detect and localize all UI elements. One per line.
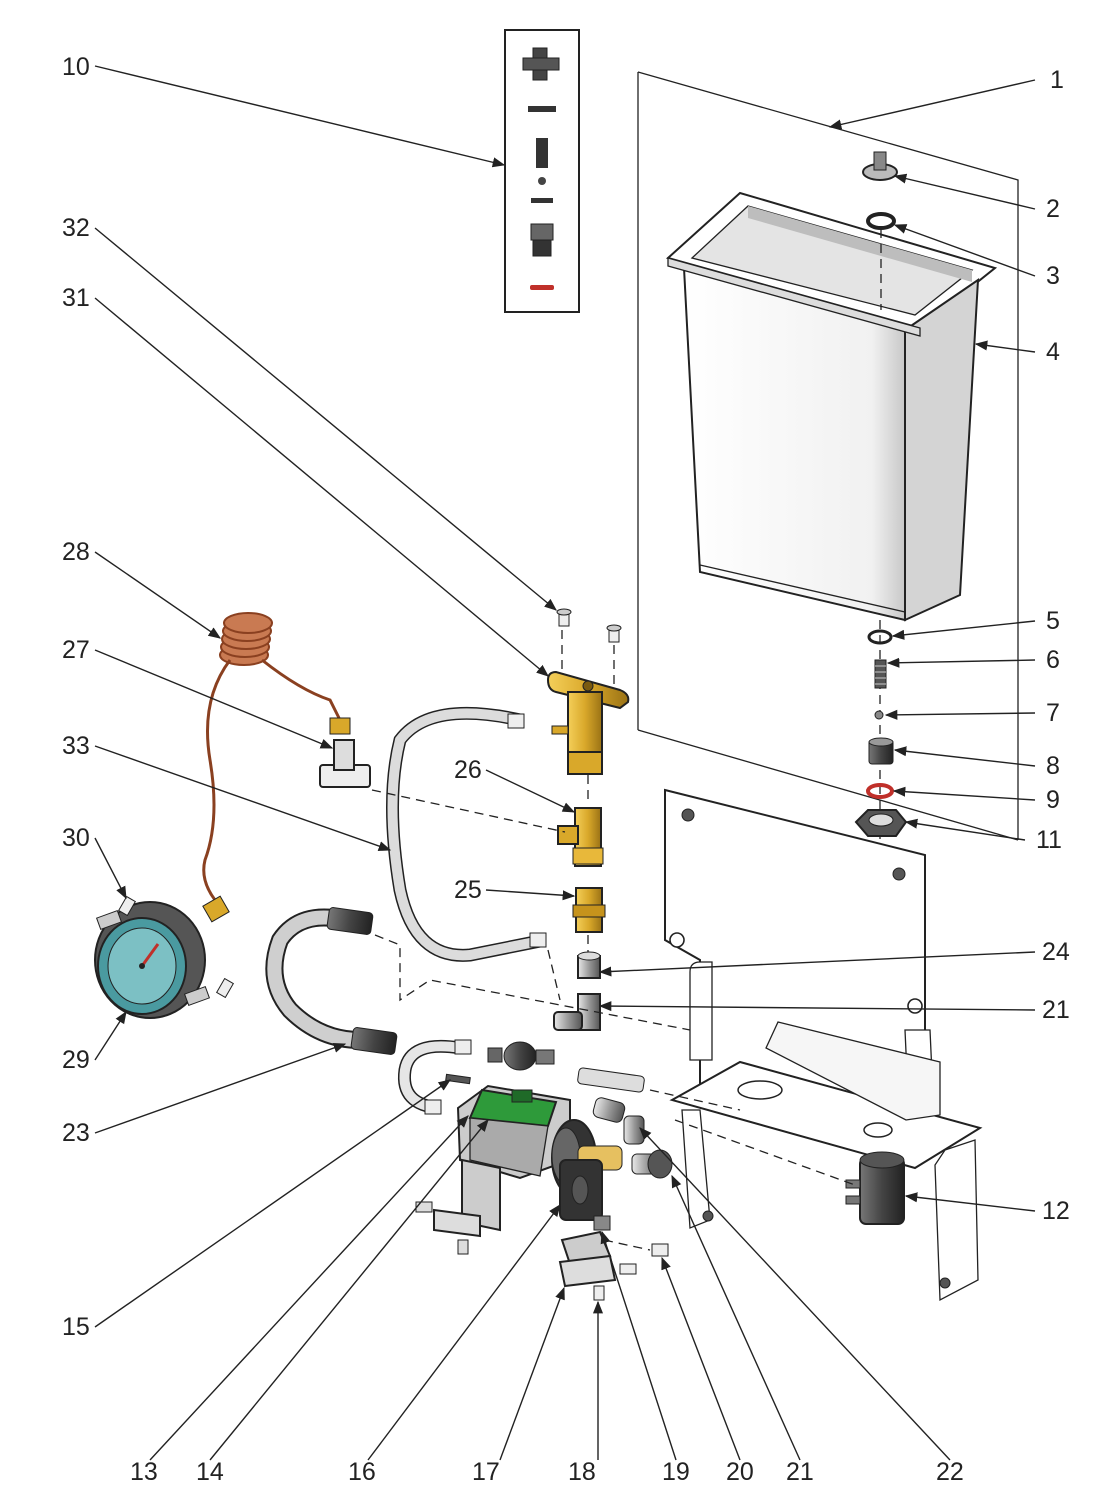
callout-20: 20: [726, 1458, 754, 1486]
filter-fitting: [487, 1041, 555, 1071]
callout-25: 25: [454, 876, 482, 904]
water-tank-part-4: [665, 191, 998, 622]
o-ring-part-9: [866, 783, 894, 799]
pipe-tee-part-27: [319, 739, 371, 788]
callout-5: 5: [1046, 607, 1060, 635]
pin-icon: [528, 106, 556, 112]
callout-29: 29: [62, 1046, 90, 1074]
elbow-part-21b: [592, 1097, 645, 1145]
callout-14: 14: [196, 1458, 224, 1486]
tank-assembly-outline-part-1: [637, 71, 1019, 841]
o-ring-icon: [530, 285, 554, 290]
callout-11: 11: [1036, 826, 1062, 854]
nut-part-11: [854, 809, 908, 837]
brass-nut-lower-icon: [202, 895, 230, 923]
callout-15: 15: [62, 1313, 90, 1341]
callout-24: 24: [1042, 938, 1070, 966]
screw-part-30b: [215, 977, 235, 999]
pressure-gauge-part-29: [94, 901, 211, 1019]
callout-18: 18: [568, 1458, 596, 1486]
copper-coil-part-28: [202, 612, 351, 923]
tube-part-22: [577, 1067, 645, 1093]
cross-fitting-icon: [522, 47, 560, 81]
flex-hose-part-33: [386, 706, 547, 962]
screw-part-30: [117, 895, 137, 917]
callout-1: 1: [1050, 66, 1064, 94]
callout-2: 2: [1046, 195, 1060, 223]
ball-icon: [538, 177, 546, 185]
callout-21-bottom: 21: [786, 1458, 814, 1486]
callout-22: 22: [936, 1458, 964, 1486]
callout-21-right: 21: [1042, 996, 1070, 1024]
solenoid-part-12: [845, 1151, 905, 1225]
adapter-part-24: [577, 951, 601, 979]
screw-part-32a: [556, 608, 572, 627]
screw-part-18: [593, 1285, 605, 1301]
callout-23: 23: [62, 1119, 90, 1147]
callout-33: 33: [62, 732, 90, 760]
washer-part-3: [866, 212, 896, 230]
callout-32: 32: [62, 214, 90, 242]
washer-icon: [531, 198, 553, 203]
base-tray: [669, 1021, 983, 1302]
valve-body-part-8: [868, 737, 894, 765]
callout-26: 26: [454, 756, 482, 784]
callout-labels: 1 2 3 4 5 6 7 8 9 10 11 12 13 14 15 16 1…: [62, 53, 1070, 1486]
braided-hose-part-23: [265, 907, 398, 1055]
callout-3: 3: [1046, 262, 1060, 290]
callout-8: 8: [1046, 752, 1060, 780]
pump-part-13: [456, 1084, 623, 1197]
callout-13: 13: [130, 1458, 158, 1486]
callout-6: 6: [1046, 646, 1060, 674]
return-tube-part-15: [397, 1039, 472, 1115]
callout-19: 19: [662, 1458, 690, 1486]
callout-27: 27: [62, 636, 90, 664]
callout-9: 9: [1046, 786, 1060, 814]
screw-part-32b: [606, 624, 622, 643]
callout-7: 7: [1046, 699, 1060, 727]
brass-tee-part-26: [557, 807, 604, 867]
check-valve-part-25: [572, 887, 606, 933]
vent-cap-part-2: [862, 151, 898, 181]
callout-28: 28: [62, 538, 90, 566]
callout-12: 12: [1042, 1197, 1070, 1225]
brass-manifold-part-31: [546, 670, 630, 775]
spring-icon: [536, 138, 548, 168]
nut-part-19: [593, 1215, 611, 1231]
callout-16: 16: [348, 1458, 376, 1486]
callout-4: 4: [1046, 338, 1060, 366]
brass-nut-icon: [329, 717, 351, 735]
leader-lines: [94, 65, 1036, 1461]
elbow-part-21a: [553, 993, 601, 1031]
spring-part-6: [874, 659, 887, 689]
elbow-part-21c: [631, 1149, 673, 1179]
ball-part-7: [874, 710, 884, 720]
screw-part-20: [619, 1243, 669, 1275]
callout-10: 10: [62, 53, 90, 81]
valve-seat-icon: [530, 223, 554, 257]
pump-bracket-part-16: [433, 1158, 603, 1238]
callout-17: 17: [472, 1458, 500, 1486]
fitting-part-14: [445, 1073, 471, 1085]
callout-31: 31: [62, 284, 90, 312]
kit-box-part-10: [504, 29, 580, 313]
callout-30: 30: [62, 824, 90, 852]
